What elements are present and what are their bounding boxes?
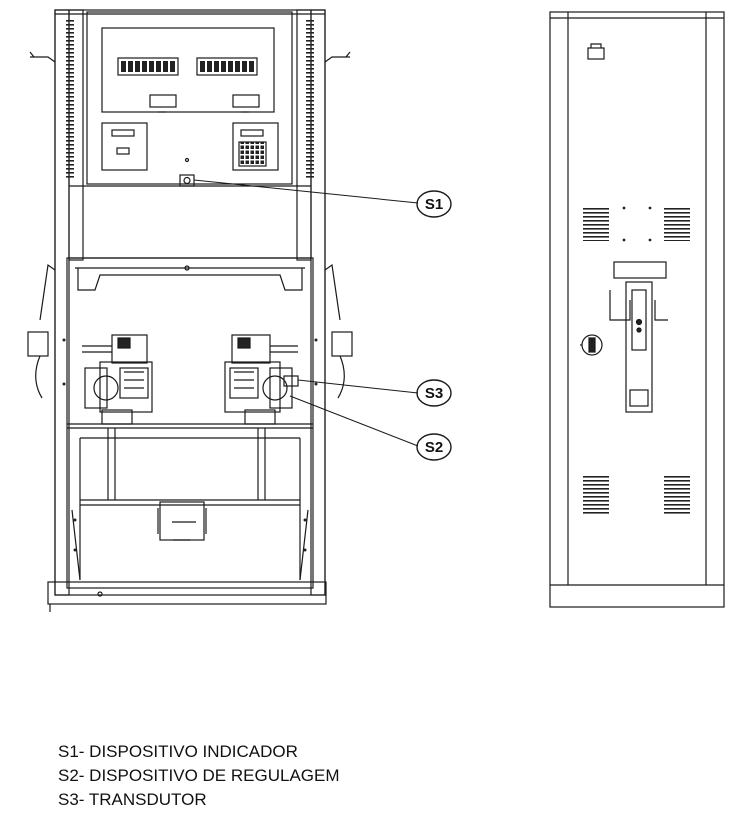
side-view	[549, 11, 725, 608]
junction-box	[159, 501, 205, 541]
transducer-s3	[283, 375, 299, 387]
legend-item-s1: S1- DISPOSITIVO INDICADOR	[58, 742, 298, 761]
side-nozzle	[625, 281, 653, 413]
display-head	[86, 11, 293, 185]
front-view	[27, 9, 353, 612]
side-vent-upper-left	[583, 207, 609, 241]
callout-s1: S1	[416, 190, 452, 218]
legend-item-s2: S2- DISPOSITIVO DE REGULAGEM	[58, 766, 340, 785]
left-meter-assembly	[82, 334, 153, 425]
side-vent-lower-right	[664, 476, 690, 516]
right-vent-grille	[306, 20, 314, 180]
left-nozzle-holster	[27, 331, 49, 357]
keypad	[238, 141, 267, 167]
regulating-device-s2	[224, 361, 281, 413]
display-left	[117, 57, 179, 76]
keypad-panel	[232, 122, 279, 171]
callout-s1-label: S1	[425, 196, 443, 213]
callout-s2-label: S2	[425, 439, 443, 456]
card-reader-panel	[101, 122, 148, 171]
hydraulic-compartment	[66, 257, 314, 589]
callout-leaders	[193, 179, 419, 447]
callout-s3-label: S3	[425, 385, 443, 402]
lock-icon	[587, 47, 605, 60]
legend: S1- DISPOSITIVO INDICADOR S2- DISPOSITIV…	[58, 740, 340, 812]
front-base	[47, 581, 327, 605]
side-vent-upper-right	[664, 207, 690, 241]
side-vent-lower-left	[583, 476, 609, 516]
side-cabinet-outline	[549, 11, 725, 608]
legend-item-s3: S3- TRANSDUTOR	[58, 790, 207, 809]
fuel-dispenser-diagram: S1 S3 S2	[27, 9, 725, 612]
left-vent-grille	[66, 20, 74, 180]
callout-s2: S2	[416, 433, 452, 461]
display-panel	[101, 27, 275, 113]
display-right	[196, 57, 258, 76]
front-cabinet-outline	[54, 9, 326, 596]
right-nozzle-holster	[331, 331, 353, 357]
callout-s3: S3	[416, 379, 452, 407]
side-nozzle-bracket	[613, 261, 667, 279]
right-meter-assembly	[224, 334, 299, 425]
